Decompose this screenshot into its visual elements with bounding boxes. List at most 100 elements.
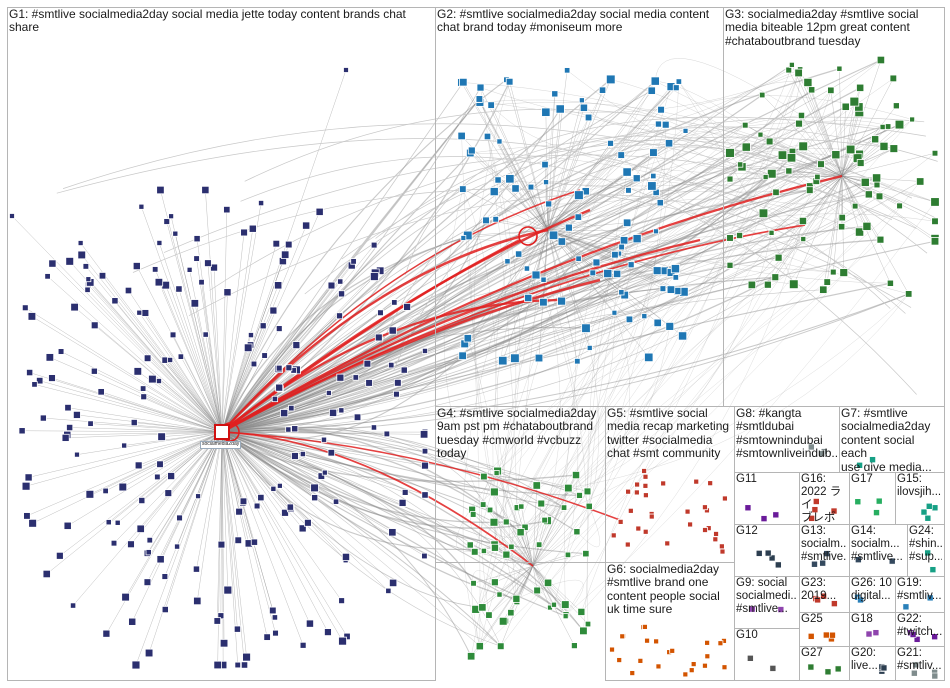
g4-node [571,642,578,650]
g1-node [133,367,143,376]
g17-box [849,472,896,525]
g2-node [581,323,591,333]
g5-node [707,480,714,487]
g2-node [534,353,544,363]
g1-box [7,7,436,681]
g6-node [669,647,676,654]
g3-node [772,188,780,196]
g5-node [610,532,617,539]
g4-node [512,594,521,603]
g1-node [311,494,319,502]
g1-node [247,332,254,339]
g19-node [902,603,910,611]
g3-node [736,232,744,239]
g1-node [156,460,164,468]
g1-node [97,388,105,396]
g5-node [648,513,655,520]
g2-node [678,331,688,341]
g3-node [876,235,885,244]
g1-node [39,414,47,422]
g6-node [644,637,650,644]
g1-node [400,366,408,374]
g1-node [363,359,372,368]
g5-node [660,480,667,487]
g2-node [541,160,549,169]
g1-node [105,519,112,526]
g3-node [831,150,841,160]
g1-node [154,278,164,287]
g24-node [924,549,931,557]
g3-node [849,96,860,107]
g3-node [758,208,769,219]
g17-node [873,509,880,516]
g1-node [128,617,137,626]
g1-node [138,203,145,210]
g1-node [31,381,38,388]
g1-node [353,413,362,421]
g12-node [768,554,776,562]
g5-node [718,543,725,550]
g3-node [797,111,806,120]
g4-node [560,504,568,511]
g1-node [169,331,177,339]
g4-node [470,548,479,556]
g1-node [57,348,65,355]
g3-node [931,217,939,226]
g3-node [904,290,913,298]
g1-node [291,452,299,460]
g2-node [611,309,618,316]
g2-node [515,250,523,258]
g1-node [389,578,398,588]
g2-node [524,293,533,303]
g23-node [820,592,827,600]
g4-node [532,481,541,490]
g2-node [510,353,520,363]
g9-node [777,606,785,613]
g4-node [490,487,499,497]
g3-node [829,268,837,276]
g1-node [288,404,295,412]
g1-node [164,489,173,497]
g2-node [463,334,472,343]
g15-node [924,514,932,522]
g2-node [622,167,632,177]
g5-node [642,492,649,499]
g1-node [275,383,284,392]
g2-node [619,236,629,245]
g3-node [788,279,799,290]
g3-node [876,55,886,65]
g1-node [257,493,265,502]
g3-node [909,116,916,123]
g11-label: G11 [736,473,757,485]
g13-label: G13: socialm... #smtlive... [801,525,847,563]
g6-node [616,657,623,663]
g4-node [564,483,573,493]
g1-node [398,498,407,507]
g27-node [807,663,815,671]
g2-node [527,183,535,191]
g2-node [647,181,657,191]
g3-node [765,137,774,146]
g1-node [383,430,391,438]
g1-node [167,356,174,363]
g4-node [490,578,499,587]
g5-node [684,508,691,515]
g1-node [102,629,111,638]
g7-node [869,456,876,463]
g5-node [627,507,634,514]
g23-label: G23: 2019... [801,577,837,602]
g15-node [931,504,939,512]
group-box-layer [7,7,945,681]
g2-node [511,184,520,193]
g4-node [541,516,548,524]
g21-node [912,661,920,669]
g4-node [507,609,515,617]
g2-node [458,351,467,360]
g3-node [725,148,735,158]
g16-node [811,506,819,513]
g1-node [21,304,29,312]
g22-label: G22: #twitch... [897,613,942,638]
g2-node [625,315,634,324]
g1-node [243,343,253,353]
g1-node [280,409,289,418]
